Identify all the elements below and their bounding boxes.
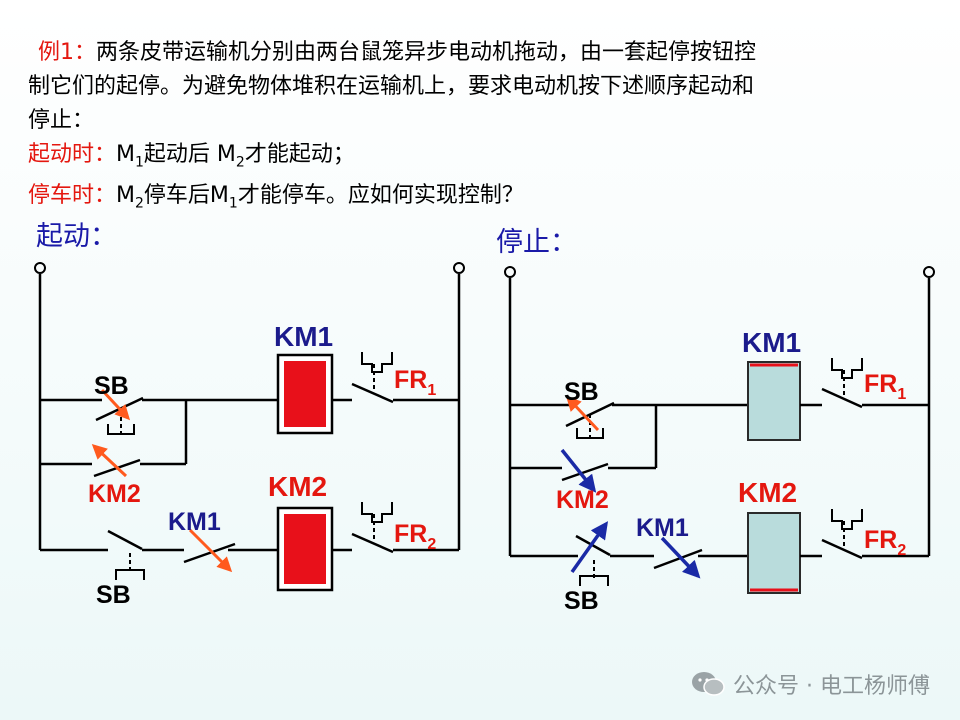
- stop-section-title: 停止：: [496, 227, 577, 258]
- watermark: 公众号 · 电工杨师傅: [691, 668, 930, 700]
- km2-coil-start: [276, 506, 334, 592]
- stop-requirement: 停车时：M2停车后M1才能停车。应如何实现控制？: [28, 183, 524, 212]
- fr2-contact-stop: [821, 509, 929, 560]
- km2-coil-label-start: KM2: [268, 471, 327, 502]
- km1-coil-stop: [747, 361, 801, 441]
- km2-coil-stop: [747, 512, 801, 594]
- fr2-contact-start: [351, 502, 459, 554]
- km1-coil-start: [276, 353, 334, 435]
- sb-top-label-start: SB: [94, 372, 129, 400]
- stop-requirement-label: 停车时：: [28, 183, 117, 209]
- stop-circuit: [504, 266, 935, 594]
- watermark-text: 公众号 · 电工杨师傅: [733, 674, 930, 699]
- fr1-label-stop: FR1: [864, 370, 906, 403]
- arrow-sb-start: [100, 388, 131, 421]
- start-requirement: 起动时：M1起动后 M2才能起动；: [28, 142, 355, 171]
- km1-coil-label-stop: KM1: [742, 327, 801, 358]
- example-label: 例1：: [38, 40, 96, 65]
- sb-stop-contact: [88, 396, 145, 435]
- terminal-right-stop: [923, 266, 935, 556]
- start-section-title: 起动：: [36, 221, 117, 252]
- start-labels: KM1 KM2 SB KM2 KM1 SB FR1 FR2: [88, 321, 436, 609]
- arrow-sb-stop: [565, 395, 600, 432]
- problem-line-2: 制它们的起停。为避免物体堆积在运输机上，要求电动机按下述顺序起动和: [28, 74, 755, 99]
- arrow-km2-stop: [560, 448, 597, 493]
- arrow-km1-start: [188, 528, 233, 573]
- arrow-sb-start-stop: [570, 521, 609, 574]
- problem-line-3: 停止：: [28, 108, 95, 133]
- km2-contact-label-stop: KM2: [556, 486, 609, 514]
- start-requirement-label: 起动时：: [28, 142, 117, 167]
- terminal-right: [453, 262, 465, 550]
- terminal-left-stop: [504, 266, 516, 556]
- problem-text-1: 两条皮带运输机分别由两台鼠笼异步电动机拖动，由一套起停按钮控: [96, 40, 757, 65]
- km1-interlock-start: [183, 542, 236, 564]
- sb-start-contact-stop: [570, 534, 611, 586]
- sb-bottom-label-start: SB: [96, 581, 131, 609]
- fr2-label-start: FR2: [394, 520, 436, 553]
- sb-stop-contact-stop: [560, 401, 615, 439]
- km2-contact-label-start: KM2: [88, 480, 141, 508]
- start-circuit: [34, 262, 465, 592]
- stop-labels: KM1 KM2 SB KM2 KM1 SB FR1 FR2: [556, 327, 906, 615]
- km1-interlock-stop: [653, 548, 703, 570]
- arrow-km2-start: [91, 443, 128, 478]
- wechat-icon: [692, 672, 725, 696]
- arrow-km1-stop: [660, 536, 701, 579]
- km1-coil-label-start: KM1: [274, 321, 333, 352]
- sb-bottom-label-stop: SB: [564, 587, 599, 615]
- km2-contact-stop: [561, 462, 609, 482]
- problem-line-1: 例1：两条皮带运输机分别由两台鼠笼异步电动机拖动，由一套起停按钮控: [28, 36, 938, 70]
- problem-statement: 例1：两条皮带运输机分别由两台鼠笼异步电动机拖动，由一套起停按钮控 制它们的起停…: [28, 36, 938, 221]
- km1-contact-label-stop: KM1: [636, 514, 689, 542]
- fr1-contact-start: [351, 352, 459, 404]
- sb-top-label-stop: SB: [564, 378, 599, 406]
- km1-contact-label-start: KM1: [168, 508, 221, 536]
- terminal-left: [34, 262, 46, 550]
- fr1-label-start: FR1: [394, 366, 436, 399]
- sb-start-contact: [100, 529, 145, 580]
- fr1-contact-stop: [821, 358, 929, 409]
- km2-coil-label-stop: KM2: [738, 477, 797, 508]
- fr2-label-stop: FR2: [864, 526, 906, 559]
